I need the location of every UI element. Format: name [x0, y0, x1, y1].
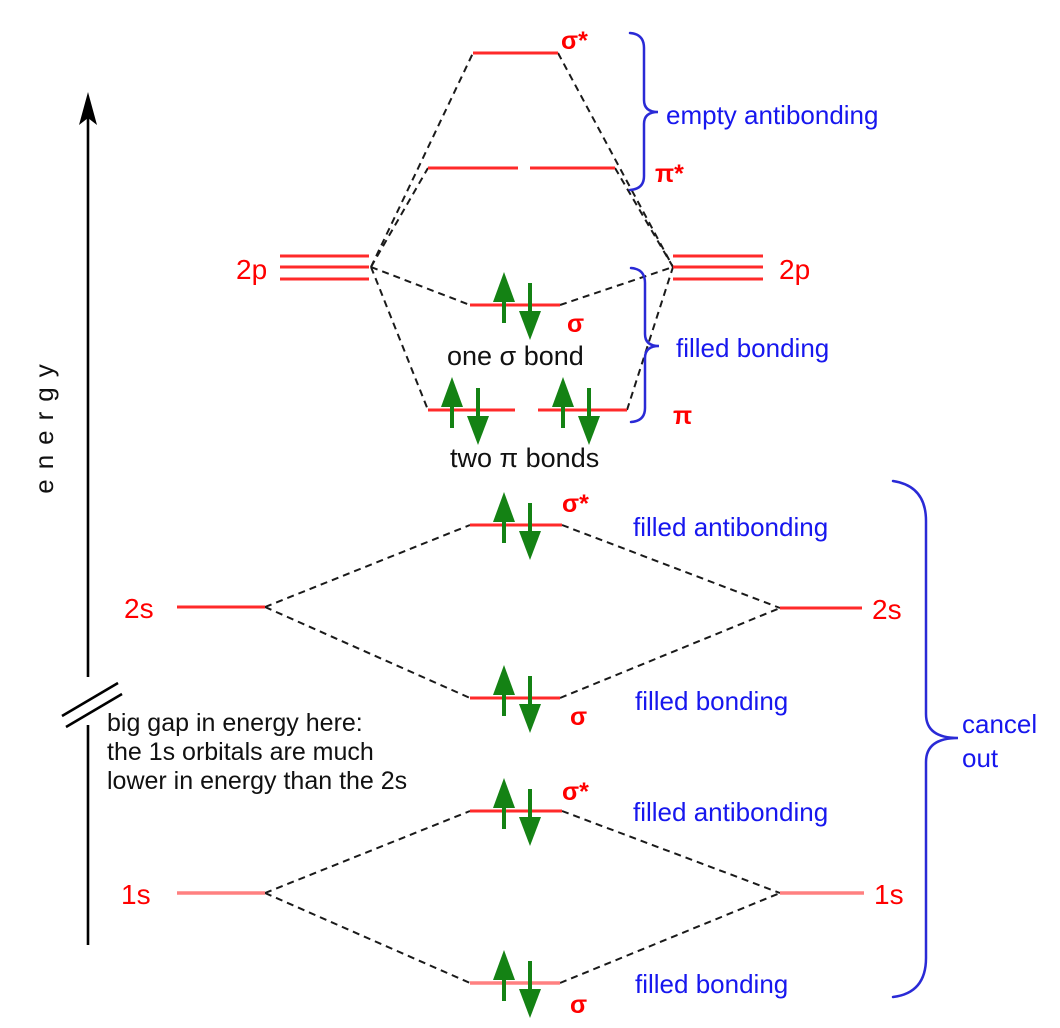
correlation-line — [559, 266, 674, 306]
annotation-filled-antibonding-1s: filled antibonding — [633, 797, 828, 827]
annotation-empty-antibonding: empty antibonding — [666, 100, 878, 130]
correlation-line — [626, 266, 674, 411]
correlation-lines — [264, 52, 781, 984]
annotation-big-gap-line3: lower in energy than the 2s — [107, 767, 407, 795]
correlation-line — [559, 892, 781, 984]
energy-axis-arrowhead-icon — [79, 92, 97, 125]
label-sigma-1s: σ — [570, 991, 587, 1019]
annotation-cancel: cancel — [962, 709, 1037, 739]
correlation-line — [561, 524, 781, 609]
brace-cancel-out — [891, 479, 959, 999]
annotation-one-sigma-bond: one σ bond — [447, 341, 584, 371]
axis-break-slash-2 — [65, 692, 123, 729]
label-sigma-star-1s: σ* — [562, 778, 589, 806]
correlation-line — [559, 607, 781, 699]
energy-axis-label: energy — [29, 354, 59, 494]
label-pi-2p: π — [673, 402, 692, 430]
correlation-line — [561, 810, 781, 894]
annotation-filled-bonding-2p: filled bonding — [676, 333, 829, 363]
label-pi-star-2p: π* — [655, 160, 684, 188]
correlation-line — [264, 810, 471, 894]
label-2s-left: 2s — [124, 593, 154, 624]
axis-break-slash-1 — [61, 681, 119, 718]
correlation-line — [264, 892, 471, 984]
label-2s-right: 2s — [872, 594, 902, 625]
annotation-big-gap-line2: the 1s orbitals are much — [107, 738, 374, 766]
label-sigma-2p: σ — [567, 310, 584, 338]
correlation-line — [370, 52, 474, 268]
energy-axis — [61, 92, 123, 945]
label-1s-left: 1s — [121, 879, 151, 910]
label-1s-right: 1s — [874, 879, 904, 910]
annotation-big-gap-line1: big gap in energy here: — [107, 709, 363, 737]
correlation-line — [264, 606, 471, 699]
brace-empty-antibonding — [628, 31, 659, 192]
correlation-line — [370, 167, 429, 268]
label-sigma-star-2p: σ* — [561, 27, 588, 55]
level-2p-left — [280, 254, 369, 281]
annotation-filled-bonding-2s: filled bonding — [635, 686, 788, 716]
label-2p-left: 2p — [236, 254, 267, 285]
level-2p-right — [673, 254, 763, 281]
label-sigma-star-2s: σ* — [562, 490, 589, 518]
annotation-filled-bonding-1s: filled bonding — [635, 969, 788, 999]
label-sigma-2s: σ — [570, 703, 587, 731]
correlation-line — [557, 52, 674, 268]
label-2p-right: 2p — [779, 254, 810, 285]
correlation-line — [370, 266, 471, 306]
correlation-line — [264, 524, 471, 608]
annotation-two-pi-bonds: two π bonds — [450, 443, 599, 473]
annotation-filled-antibonding-2s: filled antibonding — [633, 512, 828, 542]
brace-filled-bonding-2p — [629, 266, 660, 424]
annotation-out: out — [962, 743, 999, 773]
correlation-line — [370, 266, 429, 411]
